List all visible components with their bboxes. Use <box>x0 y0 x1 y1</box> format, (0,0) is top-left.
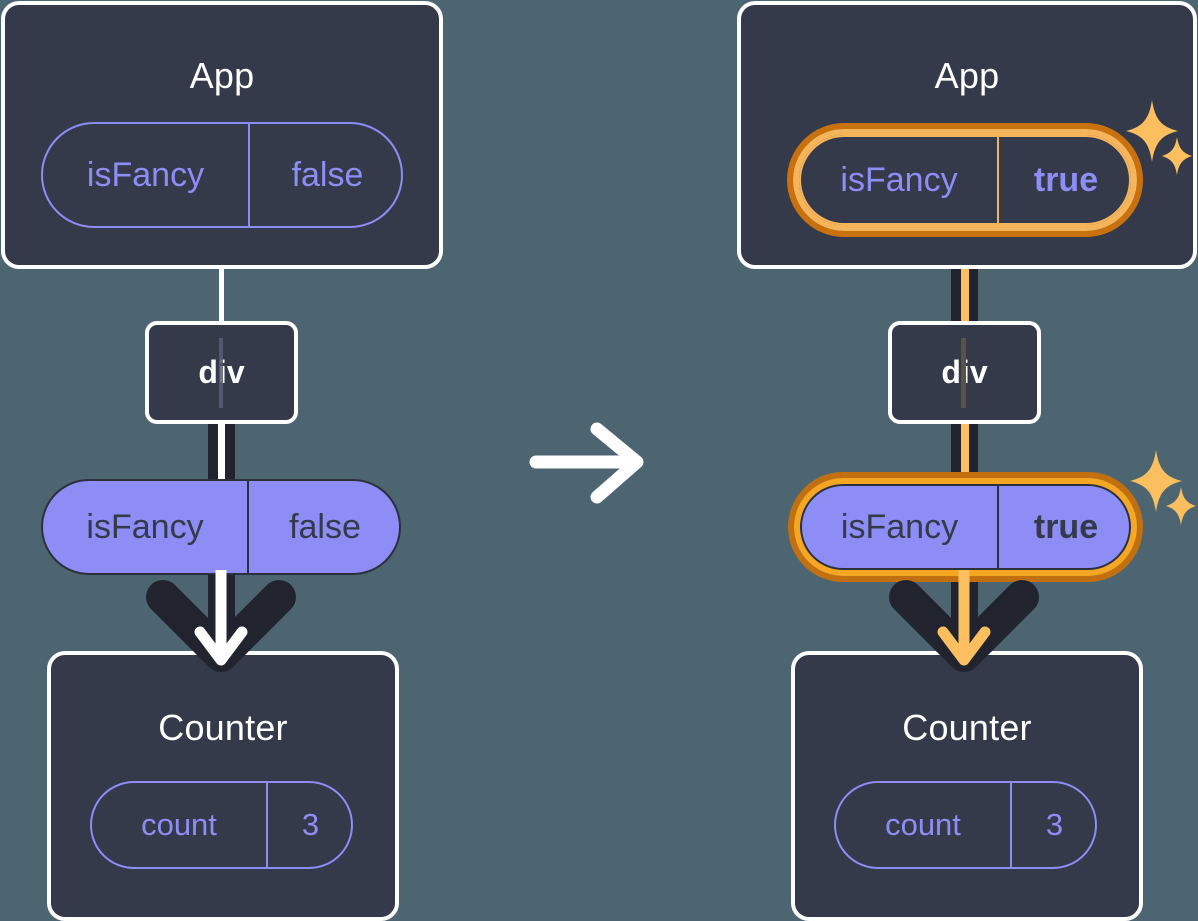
connector-app-to-div-after-core <box>961 232 969 330</box>
state-pill-value: 3 <box>301 807 320 842</box>
connector-app-to-div-before <box>219 268 224 322</box>
prop-pill-isfancy-after[interactable]: isFancy true <box>800 484 1131 570</box>
state-pill-value: true <box>1033 160 1099 199</box>
state-pill-divider <box>1010 783 1012 867</box>
prop-pill-divider <box>247 481 249 573</box>
prop-pill-name: isFancy <box>840 507 959 546</box>
sparkle-icon-prop-after <box>1130 450 1196 525</box>
state-pill-name: isFancy <box>840 160 958 199</box>
component-box-counter-after: Counter <box>791 651 1143 921</box>
state-pill-name: isFancy <box>86 155 205 194</box>
state-pill-divider <box>248 124 250 226</box>
component-title-app-after: App <box>934 55 1000 96</box>
state-pill-divider <box>997 137 999 223</box>
component-title-counter-after: Counter <box>902 707 1032 748</box>
state-pill-name: count <box>141 807 217 842</box>
prop-pill-divider <box>997 486 999 568</box>
state-pill-value: false <box>291 155 364 194</box>
arrow-right-icon <box>529 422 644 504</box>
prop-pill-value: false <box>289 507 361 546</box>
prop-pill-name: isFancy <box>86 507 204 546</box>
state-pill-value: 3 <box>1045 807 1064 842</box>
divbox-inner-line-before <box>219 338 223 408</box>
component-title-counter-before: Counter <box>158 707 288 748</box>
prop-pill-isfancy-before[interactable]: isFancy false <box>41 479 401 575</box>
state-pill-app-isfancy-before[interactable]: isFancy false <box>41 122 403 228</box>
divbox-inner-line-after <box>961 338 966 408</box>
connector-div-to-prop-after-core <box>961 418 969 486</box>
state-pill-counter-count-before[interactable]: count 3 <box>90 781 353 869</box>
prop-pill-value: true <box>1033 507 1099 546</box>
state-pill-name: count <box>885 807 961 842</box>
state-pill-app-isfancy-after[interactable]: isFancy true <box>799 135 1131 225</box>
state-pill-divider <box>266 783 268 867</box>
component-title-app-before: App <box>189 55 255 96</box>
state-pill-counter-count-after[interactable]: count 3 <box>834 781 1097 869</box>
connector-div-to-prop-before-core <box>218 418 225 486</box>
